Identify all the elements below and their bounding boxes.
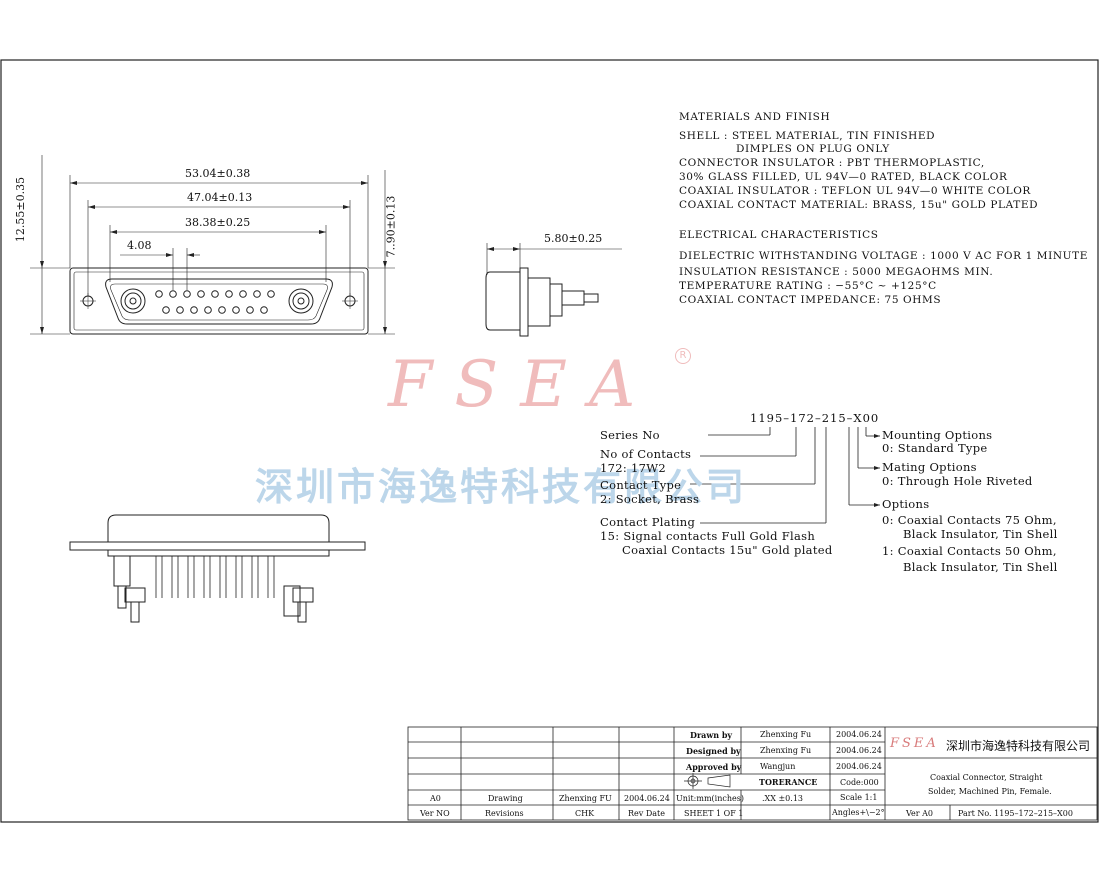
tb-units: Unit:mm(inches)	[676, 794, 744, 803]
registered-mark: R	[675, 348, 691, 364]
tb-chk: CHK	[575, 809, 595, 818]
tb-company: 深圳市海逸特科技有限公司	[946, 739, 1091, 753]
tb-description: Coaxial Connector, Straight	[930, 773, 1043, 782]
contact-type-label: Contact Type	[600, 478, 682, 492]
tb-author: Zhenxing FU	[559, 794, 612, 803]
tb-revisions: Revisions	[485, 809, 524, 818]
plating-value: Coaxial Contacts 15u" Gold plated	[622, 543, 833, 557]
materials-heading: MATERIALS AND FINISH	[679, 111, 831, 123]
tb-approved-date: 2004.06.24	[836, 762, 882, 771]
tb-approved-by: Wangjun	[760, 762, 796, 771]
tb-drawn-date: 2004.06.24	[836, 730, 882, 739]
options-label: Options	[882, 497, 930, 511]
dim-insert-width: 38.38±0.25	[185, 216, 251, 229]
tb-rev-date: Rev Date	[628, 809, 665, 818]
dim-depth: 5.80±0.25	[544, 232, 603, 245]
front-view	[69, 267, 369, 335]
ordering-leaders	[690, 427, 880, 524]
tb-part-no: Part No. 1195–172–215–X00	[958, 809, 1073, 818]
materials-line: COAXIAL CONTACT MATERIAL: BRASS, 15u" GO…	[679, 199, 1039, 211]
sheet-border	[0, 59, 1099, 823]
tb-designed-by-label: Designed by	[686, 746, 741, 756]
watermark-company: 深圳市海逸特科技有限公司	[255, 465, 748, 509]
plating-value: 15: Signal contacts Full Gold Flash	[600, 529, 816, 543]
option-value: 0: Coaxial Contacts 75 Ohm,	[882, 513, 1057, 527]
top-view	[69, 514, 366, 623]
tb-drawing: Drawing	[488, 794, 523, 803]
mounting-value: 0: Standard Type	[882, 441, 988, 455]
dim-mount-hole-pitch: 47.04±0.13	[187, 191, 253, 204]
contacts-value: 172: 17W2	[600, 461, 666, 475]
contact-type-value: 2: Socket, Brass	[600, 492, 700, 506]
materials-line: DIMPLES ON PLUG ONLY	[736, 143, 890, 155]
tb-angles: Angles+\−2°	[832, 808, 885, 817]
tb-designed-date: 2004.06.24	[836, 746, 882, 755]
dim-height: 12.55±0.35	[14, 176, 28, 243]
tb-designed-by: Zhenxing Fu	[760, 746, 812, 755]
option-value: Black Insulator, Tin Shell	[903, 527, 1058, 541]
side-view	[485, 243, 622, 337]
option-value: 1: Coaxial Contacts 50 Ohm,	[882, 544, 1057, 558]
electrical-line: COAXIAL CONTACT IMPEDANCE: 75 OHMS	[679, 294, 942, 306]
tb-sheet: SHEET 1 OF 1	[684, 809, 744, 818]
mounting-label: Mounting Options	[882, 428, 993, 442]
materials-line: COAXIAL INSULATOR : TEFLON UL 94V—0 WHIT…	[679, 185, 1031, 197]
materials-line: SHELL : STEEL MATERIAL, TIN FINISHED	[679, 130, 936, 142]
tb-approved-by-label: Approved by	[686, 762, 742, 772]
materials-line: CONNECTOR INSULATOR : PBT THERMOPLASTIC,	[679, 157, 985, 169]
series-label: Series No	[600, 428, 660, 442]
watermark-logo: FSEA	[388, 348, 658, 422]
tb-scale: Scale 1:1	[840, 793, 878, 802]
tb-tolerance-label: TORERANCE	[759, 777, 818, 787]
electrical-line: DIELECTRIC WITHSTANDING VOLTAGE : 1000 V…	[679, 250, 1088, 262]
option-value: Black Insulator, Tin Shell	[903, 560, 1058, 574]
contacts-label: No of Contacts	[600, 447, 692, 461]
tb-drawn-by: Zhenxing Fu	[760, 730, 812, 739]
title-block-grid	[407, 726, 1098, 821]
materials-line: 30% GLASS FILLED, UL 94V—0 RATED, BLACK …	[679, 171, 1008, 183]
electrical-heading: ELECTRICAL CHARACTERISTICS	[679, 229, 879, 241]
tb-ver: Ver A0	[906, 809, 934, 818]
tb-code: Code:000	[840, 778, 879, 787]
tb-logo: FSEA	[890, 736, 939, 751]
mating-label: Mating Options	[882, 460, 977, 474]
electrical-line: INSULATION RESISTANCE : 5000 MEGAOHMS MI…	[679, 266, 994, 278]
tb-date: 2004.06.24	[624, 794, 670, 803]
tb-drawn-by-label: Drawn by	[690, 730, 733, 740]
dim-pitch: 4.08	[127, 239, 152, 252]
tb-description: Solder, Machined Pin, Female.	[928, 787, 1052, 796]
tb-rev: A0	[430, 794, 441, 803]
dimension-lines	[30, 155, 395, 335]
part-code: 1195–172–215–X00	[750, 411, 880, 425]
projection-symbol	[684, 773, 731, 789]
dim-flange-height: 7..90±0.13	[384, 195, 398, 258]
tb-ver-no: Ver NO	[420, 809, 450, 818]
dim-overall-width: 53.04±0.38	[185, 167, 251, 180]
mating-value: 0: Through Hole Riveted	[882, 474, 1033, 488]
tb-tolerance-xx: .XX ±0.13	[762, 794, 803, 803]
electrical-line: TEMPERATURE RATING : −55°C ~ +125°C	[679, 280, 937, 292]
plating-label: Contact Plating	[600, 515, 696, 529]
